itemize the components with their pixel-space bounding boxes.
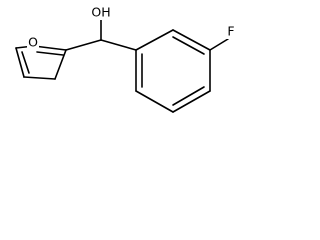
bond-ph-c5-c6 [135, 90, 174, 113]
bond-ph-c4-c5-inner [172, 86, 205, 106]
fluorine-label: F [227, 24, 234, 39]
bond-c5-c4-inner [21, 51, 30, 74]
fluorine-label-bg [225, 25, 237, 39]
furan-oxygen-label: O [28, 35, 38, 50]
bond-ph-c2-c3-inner [172, 36, 205, 55]
bond-ch-phenyl [100, 39, 137, 51]
bond-ph-c2-c3 [172, 29, 211, 51]
furan-ring [15, 45, 67, 80]
bond-o-c5 [23, 76, 56, 80]
bond-c2-c3 [33, 45, 67, 51]
hydroxyl-label-bg [90, 6, 112, 20]
furan-oxygen-label-bg [27, 36, 39, 50]
structure-canvas: OH O F [0, 0, 247, 132]
phenyl-ring [135, 29, 229, 113]
bond-ph-c1-c2 [135, 29, 174, 51]
bond-ph-c4-c5 [172, 90, 211, 113]
bond-furan-ch [65, 39, 102, 51]
bond-ph-f [209, 38, 229, 51]
bond-c3-o [54, 49, 67, 80]
hydroxyl-label: OH [91, 5, 110, 20]
bond-c5-c4 [15, 47, 25, 78]
bond-c2-c3-inner [36, 51, 64, 56]
carbinol-center [65, 17, 137, 51]
molecule-structure: OH O F [15, 5, 237, 113]
